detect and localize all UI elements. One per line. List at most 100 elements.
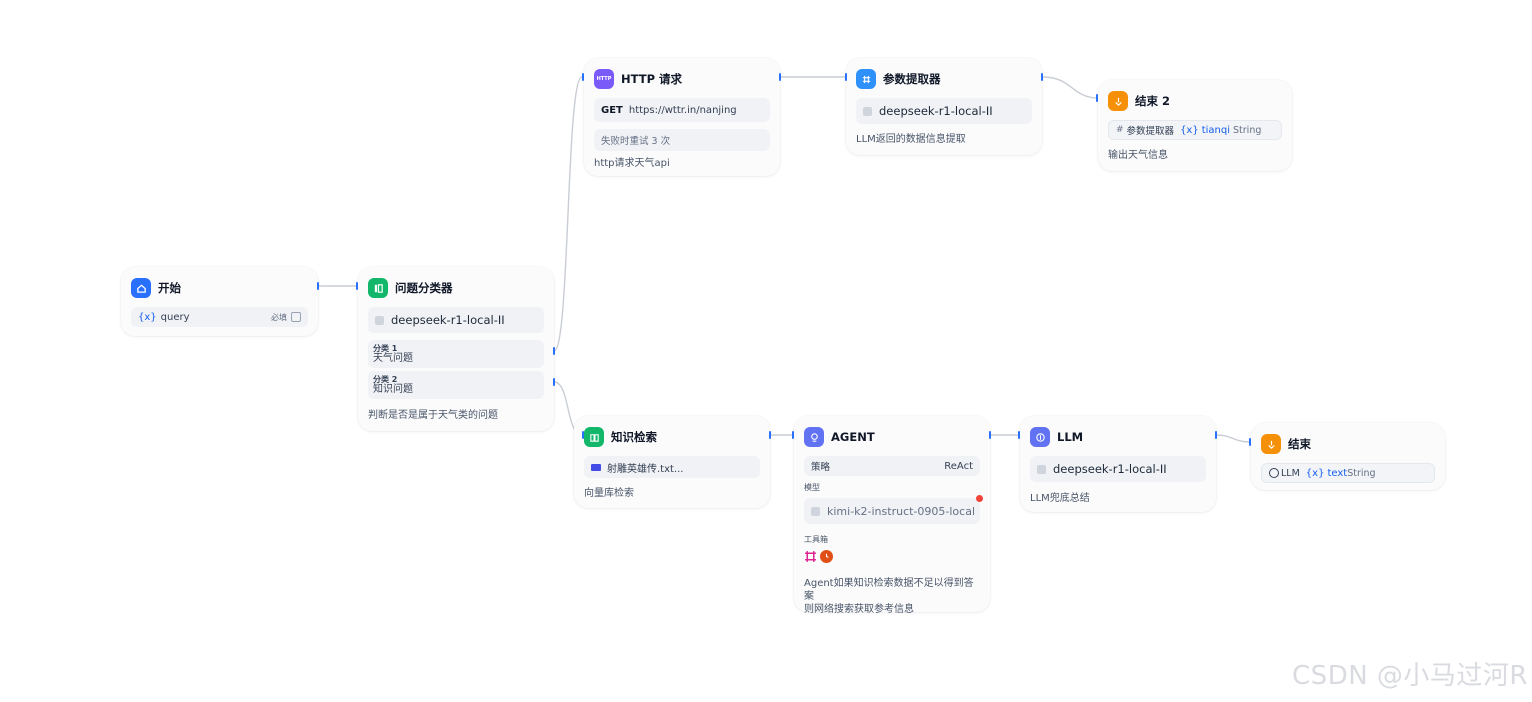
end-input-handle[interactable] xyxy=(1249,438,1251,446)
strategy-label: 策略 xyxy=(811,462,831,473)
model-name: kimi-k2-instruct-0905-local xyxy=(827,504,975,518)
strategy-value: ReAct xyxy=(944,460,973,472)
grid-icon: # xyxy=(1116,125,1124,135)
llm-output-handle[interactable] xyxy=(1215,431,1217,439)
tool-list xyxy=(804,550,980,563)
end-icon xyxy=(1108,91,1128,111)
http-icon: HTTP xyxy=(594,69,614,89)
http-method: GET xyxy=(601,104,623,116)
node-description: LLM返回的数据信息提取 xyxy=(856,134,966,145)
model-cube-icon xyxy=(375,315,384,325)
agent-input-handle[interactable] xyxy=(792,431,794,439)
variable-type: String xyxy=(1347,467,1376,479)
node-http-request[interactable]: HTTP HTTP 请求 GET https://wttr.in/nanjing… xyxy=(584,58,780,176)
text-type-icon xyxy=(291,312,301,322)
model-name: deepseek-r1-local-II xyxy=(391,313,505,327)
edge-llm-end xyxy=(1215,434,1251,443)
node-parameter-extractor[interactable]: 参数提取器 deepseek-r1-local-II LLM返回的数据信息提取 xyxy=(846,58,1042,155)
model-name: deepseek-r1-local-II xyxy=(879,104,993,118)
error-dot-icon xyxy=(976,495,983,502)
node-llm[interactable]: LLM deepseek-r1-local-II LLM兜底总结 xyxy=(1020,416,1216,512)
class-label: 分类 1 xyxy=(373,344,398,353)
end2-input-handle[interactable] xyxy=(1096,94,1098,102)
node-description: 输出天气信息 xyxy=(1108,150,1168,161)
class-label: 分类 2 xyxy=(373,375,398,384)
classifier-input-handle[interactable] xyxy=(356,282,358,290)
node-title: 结束 xyxy=(1288,437,1311,451)
extractor-output-handle[interactable] xyxy=(1041,73,1043,81)
node-end[interactable]: 结束 LLM {x} text String xyxy=(1251,423,1445,490)
dataset-name: 射雕英雄传.txt... xyxy=(607,463,684,475)
node-title: 知识检索 xyxy=(611,430,657,444)
variable-name: query xyxy=(160,311,190,323)
retry-info: 失败时重试 3 次 xyxy=(594,129,770,151)
edge-extractor-end2 xyxy=(1042,76,1099,99)
http-input-handle[interactable] xyxy=(582,73,584,81)
http-output-handle[interactable] xyxy=(779,73,781,81)
agent-strategy[interactable]: 策略 ReAct xyxy=(804,456,980,476)
classifier-icon xyxy=(368,278,388,298)
node-title: 结束 2 xyxy=(1135,94,1171,108)
class-1-output-handle[interactable] xyxy=(553,347,555,355)
node-description: Agent如果知识检索数据不足以得到答案 则网络搜索获取参考信息 xyxy=(804,578,974,615)
model-label: 模型 xyxy=(804,483,820,492)
node-end-2[interactable]: 结束 2 # 参数提取器 {x} tianqi String 输出天气信息 xyxy=(1098,80,1292,171)
clock-tool-icon[interactable] xyxy=(820,550,833,563)
variable-type: String xyxy=(1233,124,1262,136)
llm-small-icon xyxy=(1269,468,1279,478)
knowledge-input-handle[interactable] xyxy=(582,431,584,439)
start-output-handle[interactable] xyxy=(317,282,319,290)
model-selector[interactable]: deepseek-r1-local-II xyxy=(856,98,1032,124)
variable-icon: {x} xyxy=(138,311,157,323)
node-title: AGENT xyxy=(831,430,875,444)
model-cube-icon xyxy=(811,506,820,516)
model-cube-icon xyxy=(863,106,872,116)
node-description: 向量库检索 xyxy=(584,488,634,499)
variable-icon: {x} xyxy=(1305,467,1325,479)
llm-input-handle[interactable] xyxy=(1018,431,1020,439)
watermark: CSDN @小马过河R xyxy=(1292,661,1528,691)
agent-output-handle[interactable] xyxy=(989,431,991,439)
node-knowledge-retrieval[interactable]: 知识检索 射雕英雄传.txt... 向量库检索 xyxy=(574,416,770,508)
http-url-text: https://wttr.in/nanjing xyxy=(628,104,737,116)
model-cube-icon xyxy=(1037,464,1046,474)
book-icon xyxy=(584,427,604,447)
variable-icon: {x} xyxy=(1180,124,1199,136)
variable-name: text xyxy=(1327,467,1348,479)
node-description: 判断是否是属于天气类的问题 xyxy=(368,410,498,421)
dataset-item[interactable]: 射雕英雄传.txt... xyxy=(584,456,760,478)
node-title: LLM xyxy=(1057,430,1084,444)
model-selector[interactable]: kimi-k2-instruct-0905-local xyxy=(804,495,983,524)
model-selector[interactable]: deepseek-r1-local-II xyxy=(368,307,544,333)
class-item-2[interactable]: 分类 2 知识问题 xyxy=(368,371,544,399)
source-node: LLM xyxy=(1281,467,1300,479)
knowledge-output-handle[interactable] xyxy=(769,431,771,439)
node-agent[interactable]: AGENT 策略 ReAct 模型 kimi-k2-instruct-0905-… xyxy=(794,416,990,615)
folder-icon xyxy=(591,463,601,471)
node-title: HTTP 请求 xyxy=(621,72,683,86)
variable-name: tianqi xyxy=(1201,124,1231,136)
model-selector[interactable]: deepseek-r1-local-II xyxy=(1030,456,1206,482)
start-variable[interactable]: {x} query 必填 xyxy=(131,307,308,327)
tavily-tool-icon[interactable] xyxy=(804,550,817,563)
output-variable[interactable]: LLM {x} text String xyxy=(1261,463,1435,483)
class-value: 知识问题 xyxy=(373,384,413,395)
grid-icon xyxy=(856,69,876,89)
end-icon xyxy=(1261,434,1281,454)
node-title: 问题分类器 xyxy=(395,281,453,295)
edge-classifier-http xyxy=(553,76,583,352)
home-icon xyxy=(131,278,151,298)
node-description: http请求天气api xyxy=(594,158,670,169)
http-url[interactable]: GET https://wttr.in/nanjing xyxy=(594,98,770,122)
required-label: 必填 xyxy=(271,312,287,322)
node-title: 参数提取器 xyxy=(883,72,941,86)
class-item-1[interactable]: 分类 1 天气问题 xyxy=(368,340,544,368)
output-variable[interactable]: # 参数提取器 {x} tianqi String xyxy=(1108,120,1282,140)
source-node: 参数提取器 xyxy=(1126,126,1175,137)
class-2-output-handle[interactable] xyxy=(553,378,555,386)
extractor-input-handle[interactable] xyxy=(845,73,847,81)
node-classifier[interactable]: 问题分类器 deepseek-r1-local-II 分类 1 天气问题 分类 … xyxy=(358,267,554,431)
node-title: 开始 xyxy=(158,281,181,295)
node-start[interactable]: 开始 {x} query 必填 xyxy=(121,267,318,336)
node-description: LLM兜底总结 xyxy=(1030,493,1090,504)
